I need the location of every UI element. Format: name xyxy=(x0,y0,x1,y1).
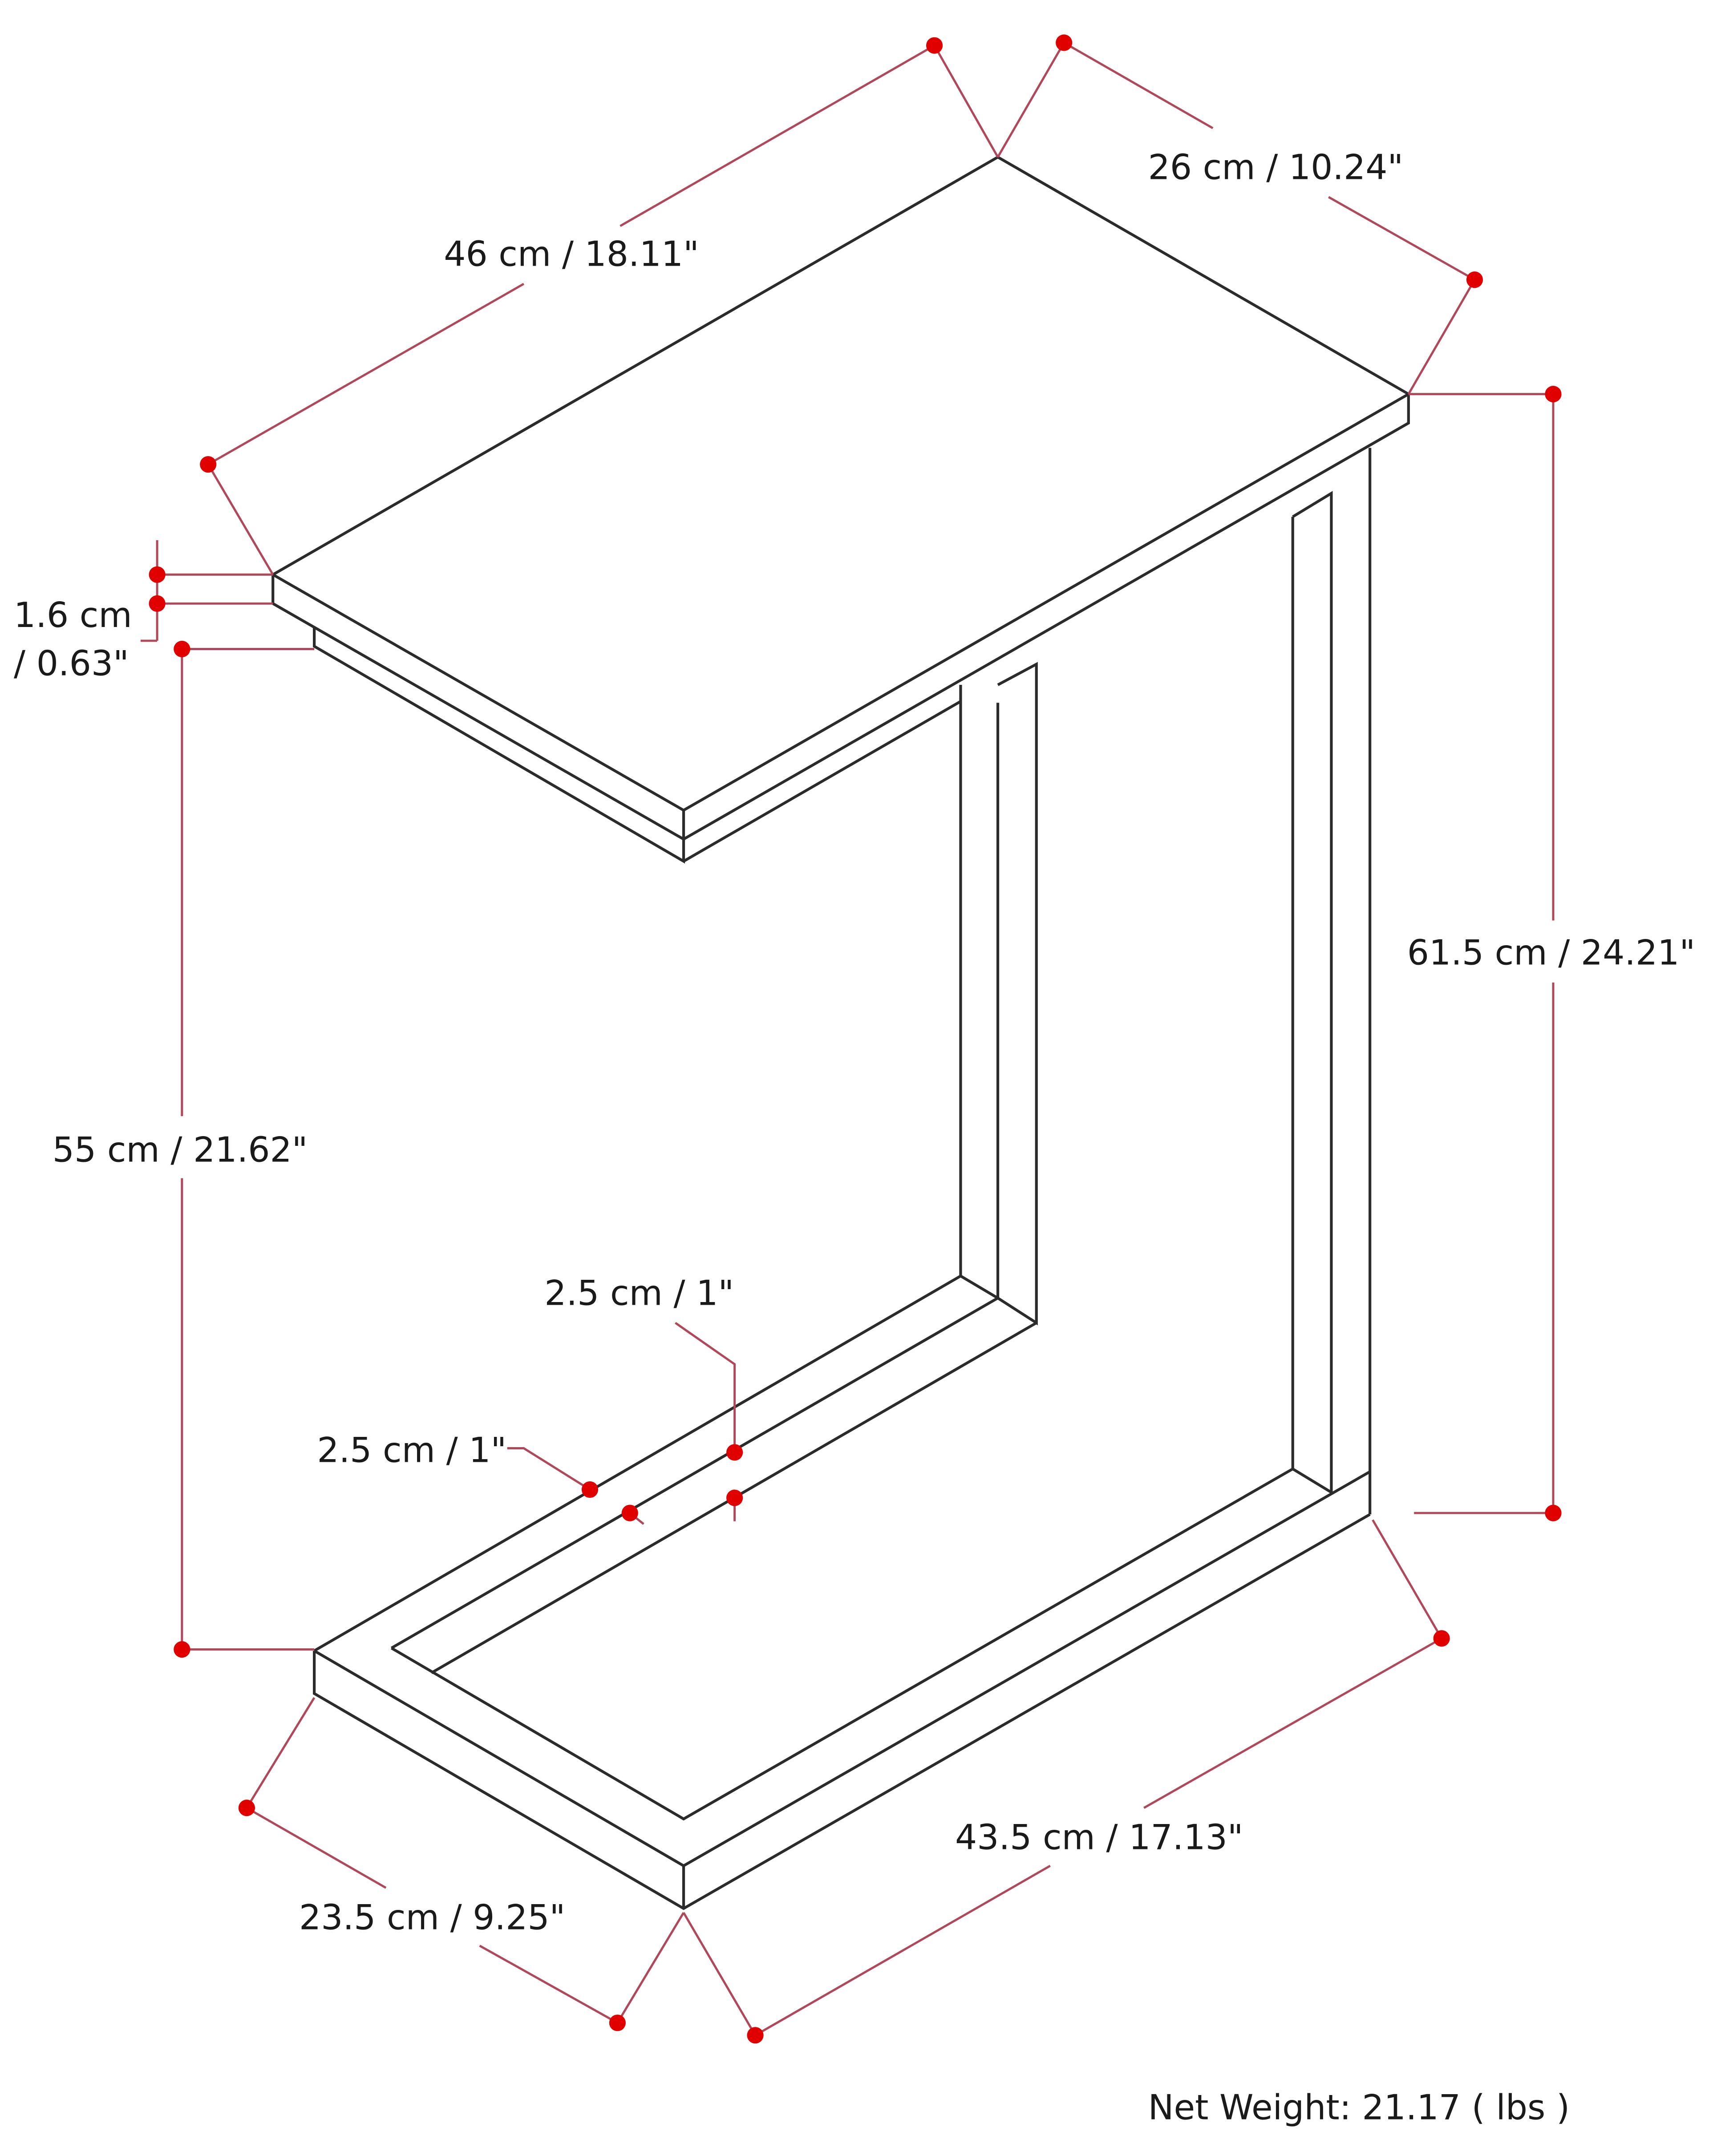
marker-dot xyxy=(200,456,217,473)
arm-top-edge xyxy=(313,1274,961,1652)
label-base-depth: 23.5 cm / 9.25" xyxy=(299,1897,565,1938)
base-outer xyxy=(313,1513,1371,1910)
apron-front xyxy=(313,627,685,864)
label-tube-width-a: 2.5 cm / 1" xyxy=(544,1273,734,1313)
marker-dot xyxy=(174,640,190,658)
upper-post-inner xyxy=(959,685,1000,1301)
dimension-labels: 46 cm / 18.11" 26 cm / 10.24" 1.6 cm / 0… xyxy=(14,148,1695,2128)
marker-dot xyxy=(726,1489,743,1506)
net-weight: Net Weight: 21.17 ( lbs ) xyxy=(1148,2088,1570,2128)
marker-dot xyxy=(926,37,943,54)
label-base-length: 43.5 cm / 17.13" xyxy=(955,1818,1243,1858)
apron-side xyxy=(683,700,961,863)
marker-dot xyxy=(1056,34,1073,51)
label-thickness-cm: 1.6 cm xyxy=(14,595,132,635)
marker-dot xyxy=(726,1444,743,1461)
label-top-length: 46 cm / 18.11" xyxy=(444,235,699,275)
marker-dot xyxy=(1433,1630,1450,1647)
label-clearance-height: 55 cm / 21.62" xyxy=(53,1130,308,1170)
upper-post-outer xyxy=(997,662,1038,1326)
marker-dot xyxy=(609,2014,626,2031)
marker-dot xyxy=(581,1481,599,1498)
base-top-edge xyxy=(313,1470,1371,1868)
marker-dot xyxy=(621,1505,638,1521)
marker-dot xyxy=(1466,271,1483,288)
arm-mid-edge xyxy=(390,1297,999,1650)
back-post-front xyxy=(1291,491,1333,1495)
marker-dot xyxy=(174,1641,190,1658)
tabletop-front-edge xyxy=(271,574,685,842)
marker-dot xyxy=(747,2027,764,2044)
base-inner-edge xyxy=(390,1468,1294,1821)
marker-dot xyxy=(149,566,166,583)
marker-dot xyxy=(149,595,166,612)
marker-dot xyxy=(1545,386,1562,403)
dimension-lines xyxy=(140,34,1562,2044)
label-tube-width-b: 2.5 cm / 1" xyxy=(317,1431,506,1471)
label-total-height: 61.5 cm / 24.21" xyxy=(1407,933,1695,973)
tabletop-side-edge xyxy=(683,394,1410,841)
marker-dot xyxy=(238,1800,255,1816)
label-top-depth: 26 cm / 10.24" xyxy=(1148,148,1404,188)
marker-dot xyxy=(1545,1505,1562,1521)
table-outline xyxy=(270,155,1412,1910)
tabletop-surface xyxy=(270,155,1412,812)
label-thickness-in: / 0.63" xyxy=(14,643,129,684)
